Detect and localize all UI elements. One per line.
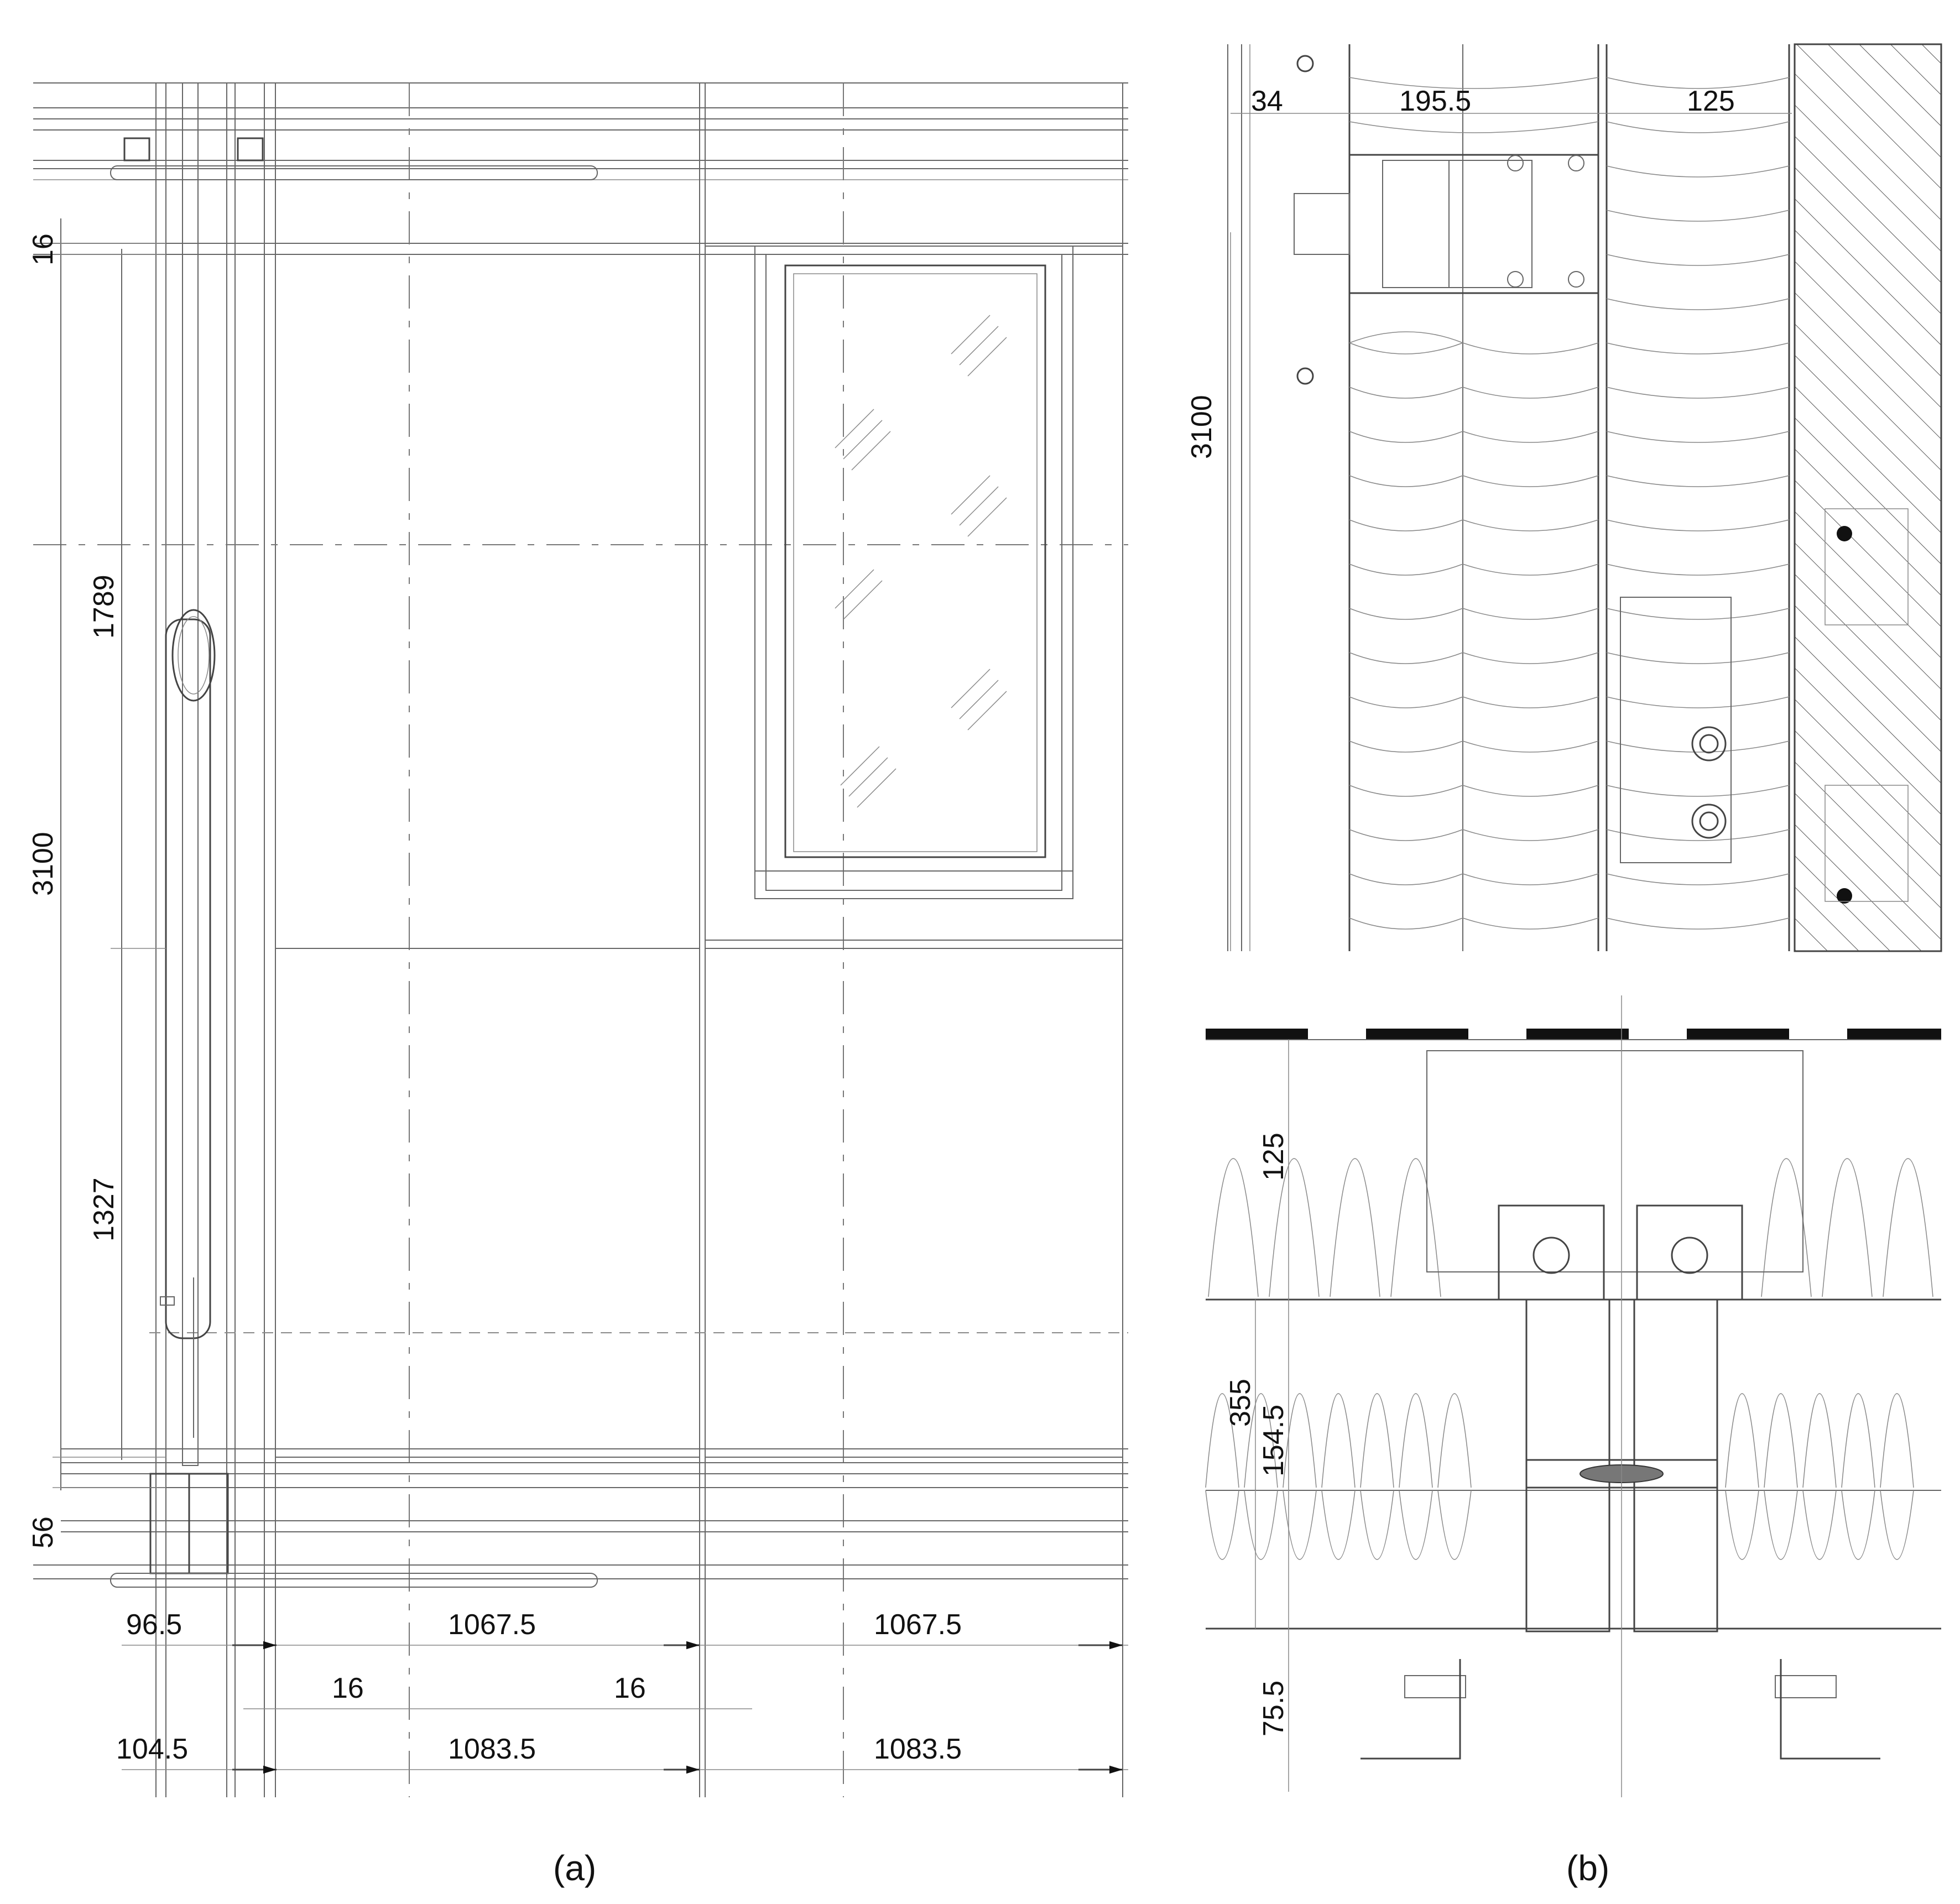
dim-a-96-5: 96.5 <box>126 1609 182 1641</box>
dim-b-125-top: 125 <box>1687 85 1735 117</box>
dim-a-1083-5-left: 1083.5 <box>448 1733 536 1765</box>
dim-a-56-vertical: 56 <box>27 1516 59 1548</box>
panel-b-top-section: 34 195.5 125 3100 <box>1186 43 1942 952</box>
cladding-plates <box>1206 1029 1941 1040</box>
dim-a-1789-vertical: 1789 <box>88 575 120 639</box>
dim-a-104-5: 104.5 <box>116 1733 188 1765</box>
dim-b-154-5: 154.5 <box>1258 1405 1290 1477</box>
panel-b-bottom-section: 125 355 154.5 75.5 <box>1205 995 1941 1797</box>
dim-a-1083-5-right: 1083.5 <box>874 1733 962 1765</box>
bottom-dimension-lines <box>1255 1040 1289 1792</box>
concrete-slab <box>1794 43 1942 952</box>
insulation-layers-bottom <box>1205 1158 1941 1630</box>
vertical-dimension-lines <box>53 218 166 1490</box>
horizontal-dimension-lines <box>122 1641 1128 1774</box>
dim-b-75-5: 75.5 <box>1258 1681 1290 1736</box>
dim-b-125-bottom: 125 <box>1258 1133 1290 1181</box>
dim-a-1327-vertical: 1327 <box>88 1177 120 1241</box>
steel-column <box>160 82 216 1466</box>
caption-a: (a) <box>553 1848 596 1888</box>
transom-profile <box>1227 44 1599 951</box>
dim-a-16-left: 16 <box>332 1672 364 1704</box>
anchor-bracket <box>1620 508 1909 904</box>
dim-a-3100-vertical: 3100 <box>27 832 59 896</box>
top-dimension-lines <box>1230 113 1792 951</box>
dim-b-3100-vertical: 3100 <box>1186 395 1218 459</box>
dim-a-1067-5-right: 1067.5 <box>874 1609 962 1641</box>
panel-a-elevation: 16 3100 1789 1327 56 96.5 1067.5 1067.5 … <box>27 82 1128 1888</box>
dim-a-1067-5-left: 1067.5 <box>448 1609 536 1641</box>
dim-a-16-vertical: 16 <box>27 233 59 265</box>
glass-reflection-marks <box>835 315 1007 808</box>
dim-b-195-5: 195.5 <box>1399 85 1471 117</box>
dim-a-16-right: 16 <box>614 1672 646 1704</box>
facade-panels <box>33 254 1128 1458</box>
bottom-rails <box>33 137 1128 1588</box>
mullion-profile-bottom <box>1360 995 1880 1797</box>
insulation-layers <box>1348 44 1790 951</box>
window-opening <box>705 246 1123 941</box>
caption-b: (b) <box>1566 1848 1609 1888</box>
dim-b-355: 355 <box>1224 1379 1257 1427</box>
dim-b-34: 34 <box>1251 85 1283 117</box>
